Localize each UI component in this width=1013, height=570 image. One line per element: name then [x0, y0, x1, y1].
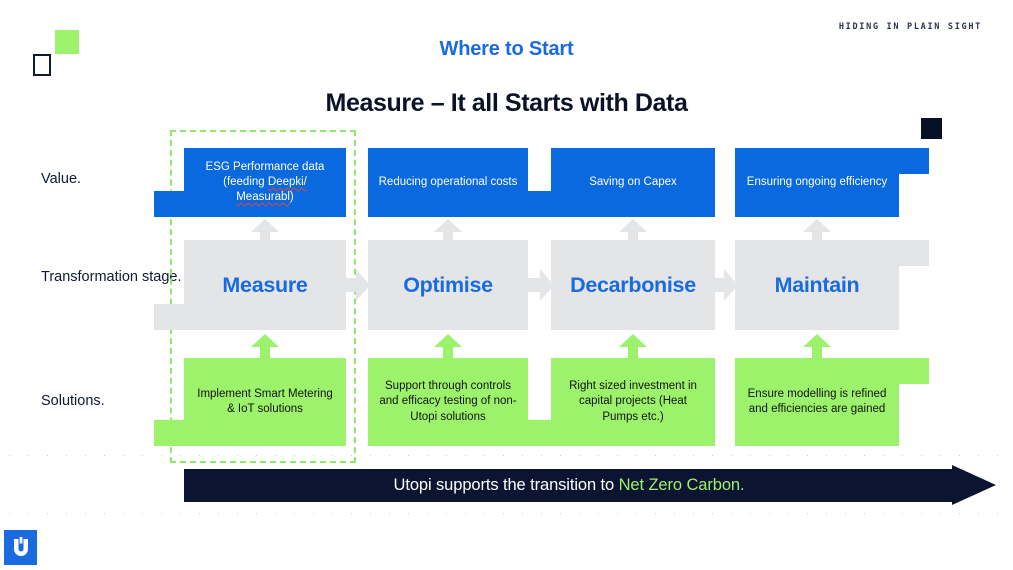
up-arrow-icon	[434, 334, 462, 361]
row-label-value: Value.	[41, 171, 82, 187]
value-card-maintain[interactable]: Ensuring ongoing efficiency	[735, 148, 929, 217]
stage-card-measure[interactable]: Measure	[154, 240, 346, 330]
right-arrow-icon	[344, 269, 370, 301]
value-card-optimise[interactable]: Reducing operational costs	[368, 148, 528, 217]
net-zero-banner: Utopi supports the transition to Net Zer…	[184, 465, 996, 506]
outlined-square-icon	[33, 54, 51, 76]
dotted-guide	[0, 455, 1013, 456]
card-tab	[154, 191, 184, 217]
up-arrow-icon	[803, 334, 831, 361]
banner-text-plain: Utopi supports the transition to	[393, 476, 619, 494]
value-misspelled-deepki: Deepki/	[267, 175, 307, 188]
deck-kicker: HIDING IN PLAIN SIGHT	[838, 22, 982, 32]
solution-card-maintain[interactable]: Ensure modelling is refined and efficien…	[735, 358, 929, 446]
card-tab	[899, 148, 929, 174]
stage-card-decarbonise[interactable]: Decarbonise	[551, 240, 715, 330]
dotted-guide	[0, 513, 1013, 514]
solution-card-decarbonise[interactable]: Right sized investment in capital projec…	[521, 358, 715, 446]
value-card-text: Reducing operational costs	[378, 175, 518, 188]
value-card-decarbonise[interactable]: Saving on Capex	[521, 148, 715, 217]
stage-card-label: Measure	[222, 272, 308, 297]
value-line-1: ESG Performance data	[205, 160, 325, 173]
value-card-text: ESG Performance data (feeding Deepki/ Me…	[184, 148, 346, 217]
solution-card-optimise[interactable]: Support through controls and efficacy te…	[368, 358, 528, 446]
value-line-2-prefix: (feeding	[223, 175, 268, 188]
banner-text-accent: Net Zero Carbon.	[618, 476, 745, 494]
brand-logo-mark	[33, 30, 79, 76]
card-tab	[521, 420, 551, 446]
stage-card-label: Decarbonise	[570, 272, 696, 297]
up-arrow-icon	[251, 334, 279, 361]
value-line-3-suffix: )	[289, 191, 294, 204]
stage-card-maintain[interactable]: Maintain	[735, 240, 929, 330]
solution-card-measure[interactable]: Implement Smart Metering & IoT solutions	[154, 358, 346, 446]
measure-column-highlight	[170, 130, 356, 463]
stage-card-optimise[interactable]: Optimise	[368, 240, 528, 330]
value-misspelled-measurabl: Measurabl	[236, 191, 290, 204]
green-square-icon	[55, 30, 79, 54]
solution-card-text: Right sized investment in capital projec…	[569, 380, 697, 423]
card-tab	[521, 191, 551, 217]
up-arrow-icon	[619, 219, 647, 246]
banner-text: Utopi supports the transition to Net Zer…	[394, 476, 745, 495]
right-arrow-icon	[712, 269, 738, 301]
right-arrow-icon	[528, 269, 554, 301]
up-arrow-icon	[803, 219, 831, 246]
solution-card-text: Ensure modelling is refined and efficien…	[747, 387, 887, 415]
card-tab	[154, 304, 184, 330]
banner-bar: Utopi supports the transition to Net Zer…	[184, 469, 954, 502]
card-tab	[899, 358, 929, 384]
stage-card-label: Maintain	[774, 272, 860, 297]
navy-square-accent	[921, 118, 942, 139]
row-label-transformation-stage: Transformation stage.	[41, 269, 182, 285]
value-card-text: Ensuring ongoing efficiency	[746, 175, 888, 188]
page-title: Measure – It all Starts with Data	[325, 89, 688, 117]
banner-arrow-icon	[952, 465, 996, 505]
stage-card-label: Optimise	[403, 272, 493, 297]
up-arrow-icon	[434, 219, 462, 246]
up-arrow-icon	[251, 219, 279, 246]
up-arrow-icon	[619, 334, 647, 361]
solution-card-text: Implement Smart Metering & IoT solutions	[197, 387, 333, 415]
card-tab	[154, 420, 184, 446]
card-tab	[899, 240, 929, 266]
value-card-measure[interactable]: ESG Performance data (feeding Deepki/ Me…	[154, 148, 346, 217]
slide-eyebrow-title: Where to Start	[439, 38, 574, 60]
row-label-solutions: Solutions.	[41, 393, 105, 409]
utopi-u-logo	[4, 530, 37, 565]
value-card-text: Saving on Capex	[589, 175, 677, 188]
solution-card-text: Support through controls and efficacy te…	[379, 380, 517, 423]
